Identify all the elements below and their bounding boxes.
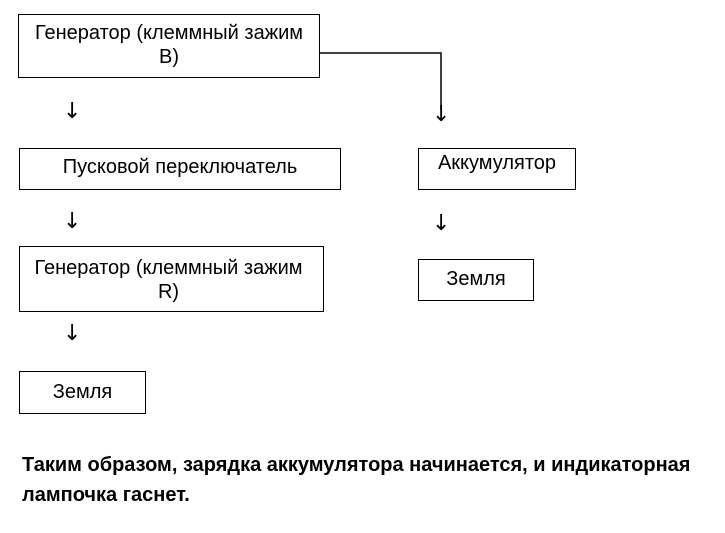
start-switch-label: Пусковой переключатель xyxy=(62,156,298,178)
arrow-down-icon: ↓ xyxy=(432,211,451,236)
battery-label: Аккумулятор xyxy=(437,152,557,174)
battery-box: Аккумулятор xyxy=(418,148,576,190)
ground-right-box: Земля xyxy=(418,259,534,301)
arrow-down-icon: ↓ xyxy=(63,321,82,346)
generator-r-label: Генератор (клеммный зажим R) xyxy=(34,257,303,303)
start-switch-box: Пусковой переключатель xyxy=(19,148,341,190)
summary-caption: Таким образом, зарядка аккумулятора начи… xyxy=(22,454,691,506)
generator-b-box: Генератор (клеммный зажим B) xyxy=(18,14,320,78)
arrow-down-icon: ↓ xyxy=(432,102,451,127)
ground-left-label: Земля xyxy=(52,381,113,403)
arrow-down-icon: ↓ xyxy=(63,99,82,124)
ground-left-box: Земля xyxy=(19,371,146,414)
ground-right-label: Земля xyxy=(446,268,506,290)
generator-b-label: Генератор (клеммный зажим B) xyxy=(35,22,303,68)
arrow-down-icon: ↓ xyxy=(63,209,82,234)
generator-r-box: Генератор (клеммный зажим R) xyxy=(19,246,324,312)
